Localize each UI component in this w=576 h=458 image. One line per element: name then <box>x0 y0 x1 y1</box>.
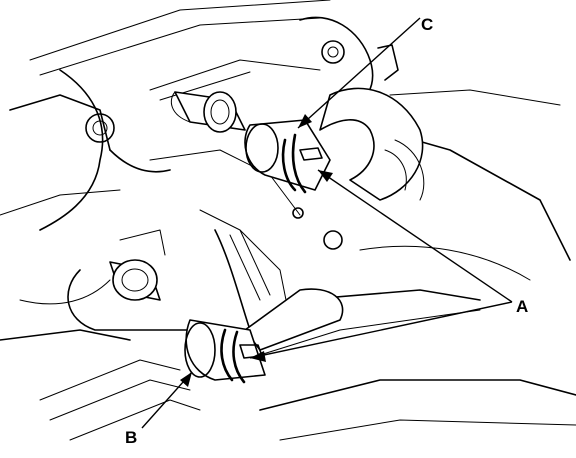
arrowhead-a-upper <box>318 170 333 182</box>
engine-background-lines <box>0 0 576 441</box>
leader-a-lower <box>249 301 513 359</box>
upper-pipe-stub <box>170 91 246 133</box>
lower-hose <box>184 288 481 384</box>
arrowhead-b <box>180 372 192 387</box>
arrowhead-c <box>298 114 312 128</box>
callout-label-b: B <box>125 428 137 447</box>
callout-label-a: A <box>516 297 528 316</box>
upper-hose <box>244 87 425 201</box>
leader-a-upper <box>317 169 513 303</box>
lower-pipe-stub <box>67 259 191 331</box>
leader-c <box>297 17 421 129</box>
arrowheads <box>180 114 333 387</box>
callout-label-c: C <box>421 15 433 34</box>
arrowhead-a-lower <box>250 351 266 362</box>
